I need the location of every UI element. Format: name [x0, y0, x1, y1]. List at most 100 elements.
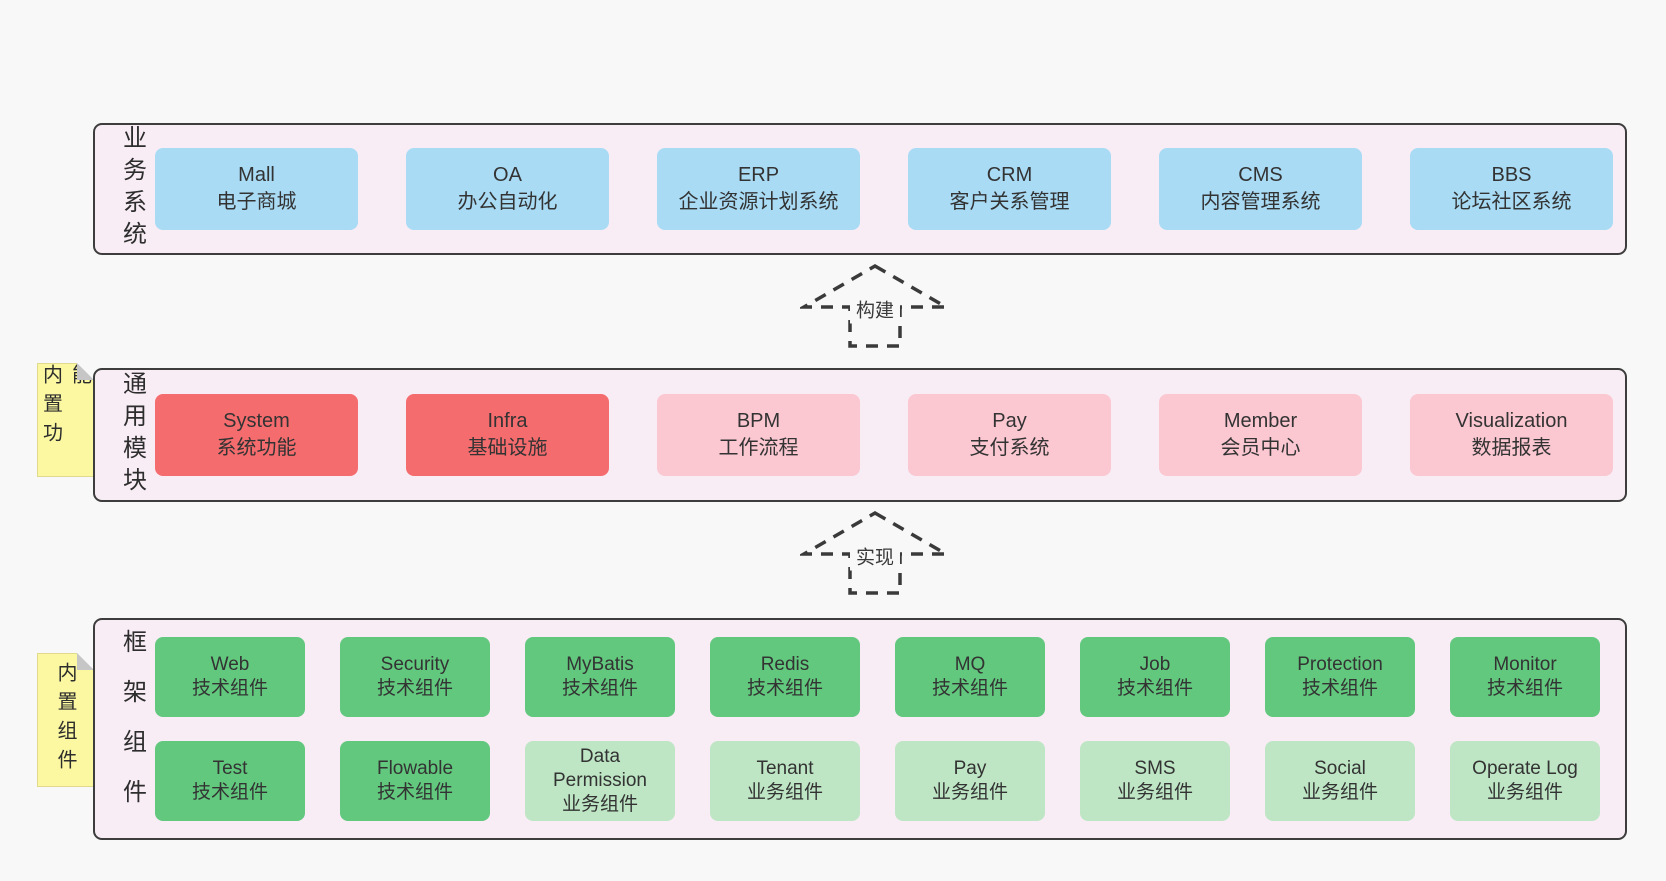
box-desc: 技术组件 — [376, 678, 453, 699]
box-desc: 技术组件 — [931, 678, 1008, 699]
component-box: Security 技术组件 — [340, 637, 490, 717]
box-desc: 技术组件 — [191, 782, 268, 803]
box-desc: 基础设施 — [467, 437, 548, 459]
box-name: Security — [380, 653, 450, 675]
box-desc: 业务组件 — [1486, 782, 1563, 803]
component-box: MQ 技术组件 — [895, 637, 1045, 717]
component-box: Data Permission 业务组件 — [525, 741, 675, 821]
box-desc: 技术组件 — [746, 678, 823, 699]
component-box: Social 业务组件 — [1265, 741, 1415, 821]
box-name: BPM — [736, 410, 781, 432]
component-box: Tenant 业务组件 — [710, 741, 860, 821]
box-name: ERP — [737, 164, 780, 186]
box-name: OA — [493, 164, 522, 186]
dashed-up-arrow-icon — [800, 263, 950, 348]
note-built-in-features: 内置功能 — [37, 363, 94, 477]
box-desc: 企业资源计划系统 — [678, 191, 839, 213]
folded-corner-icon — [77, 363, 94, 380]
business-box-row: Mall 电子商城 OA 办公自动化 ERP 企业资源计划系统 CRM 客户关系… — [155, 148, 1613, 230]
box-desc: 业务组件 — [746, 782, 823, 803]
modules-box-row: System 系统功能 Infra 基础设施 BPM 工作流程 Pay 支付系统 — [155, 394, 1613, 476]
component-box: MyBatis 技术组件 — [525, 637, 675, 717]
component-box: Test 技术组件 — [155, 741, 305, 821]
box-name: SMS — [1134, 757, 1176, 779]
module-box: Infra 基础设施 — [406, 394, 609, 476]
box-name: Pay — [992, 410, 1027, 432]
box-desc: 业务组件 — [931, 782, 1008, 803]
box-name: CRM — [986, 164, 1033, 186]
build-arrow-label: 构建 — [849, 294, 901, 324]
module-box: Visualization 数据报表 — [1410, 394, 1613, 476]
box-name: Web — [210, 653, 250, 675]
box-desc: 数据报表 — [1471, 437, 1552, 459]
box-desc: 技术组件 — [1301, 678, 1378, 699]
box-name: Monitor — [1493, 653, 1557, 675]
box-name: Tenant — [756, 757, 814, 779]
box-name: Redis — [760, 653, 810, 675]
module-box: Member 会员中心 — [1159, 394, 1362, 476]
business-box: BBS 论坛社区系统 — [1410, 148, 1613, 230]
folded-corner-icon — [77, 653, 94, 670]
note-built-in-components-label: 内置组件 — [54, 662, 76, 778]
box-desc: 内容管理系统 — [1200, 191, 1321, 213]
component-box: Job 技术组件 — [1080, 637, 1230, 717]
box-desc: 支付系统 — [969, 437, 1050, 459]
note-built-in-components: 内置组件 — [37, 653, 94, 787]
box-name: MyBatis — [566, 653, 634, 675]
box-name: Operate Log — [1472, 757, 1578, 779]
box-name: Visualization — [1455, 410, 1568, 432]
box-desc: 技术组件 — [376, 782, 453, 803]
implement-arrow-label: 实现 — [849, 541, 901, 571]
section-business-systems: 业务系统 Mall 电子商城 OA 办公自动化 ERP 企业资源计划系统 — [93, 123, 1627, 255]
component-box: Monitor 技术组件 — [1450, 637, 1600, 717]
box-desc: 电子商城 — [216, 191, 297, 213]
build-arrow: 构建 — [800, 263, 950, 349]
box-desc: 技术组件 — [191, 678, 268, 699]
section-common-modules: 通用模块 System 系统功能 Infra 基础设施 BPM 工作流程 — [93, 368, 1627, 502]
components-box-row-1: Web 技术组件 Security 技术组件 MyBatis 技术组件 — [155, 637, 1600, 717]
note-built-in-features-label: 内置功能 — [39, 364, 91, 451]
common-modules-side-label: 通用模块 — [118, 371, 146, 499]
business-box: CRM 客户关系管理 — [908, 148, 1111, 230]
components-rows: Web 技术组件 Security 技术组件 MyBatis 技术组件 — [155, 637, 1600, 821]
box-desc: 业务组件 — [561, 794, 638, 816]
box-name: Flowable — [376, 757, 454, 779]
components-box-row-2: Test 技术组件 Flowable 技术组件 Data Permission … — [155, 741, 1600, 821]
component-box: Redis 技术组件 — [710, 637, 860, 717]
box-name: Infra — [487, 410, 528, 432]
box-name: CMS — [1238, 164, 1283, 186]
box-name: Pay — [953, 757, 987, 779]
component-box: Protection 技术组件 — [1265, 637, 1415, 717]
component-box: SMS 业务组件 — [1080, 741, 1230, 821]
box-name: BBS — [1491, 164, 1532, 186]
box-name: Data Permission — [553, 745, 647, 791]
box-desc: 技术组件 — [1116, 678, 1193, 699]
box-desc: 系统功能 — [216, 437, 297, 459]
box-name: MQ — [954, 653, 986, 675]
box-desc: 会员中心 — [1220, 437, 1301, 459]
box-desc: 办公自动化 — [457, 191, 558, 213]
dashed-up-arrow-icon — [800, 510, 950, 595]
box-name: Test — [212, 757, 248, 779]
module-box: BPM 工作流程 — [657, 394, 860, 476]
framework-components-side-label: 框架组件 — [118, 629, 146, 829]
business-box: ERP 企业资源计划系统 — [657, 148, 860, 230]
business-box: CMS 内容管理系统 — [1159, 148, 1362, 230]
box-name: Protection — [1297, 653, 1383, 675]
module-box: System 系统功能 — [155, 394, 358, 476]
box-desc: 工作流程 — [718, 437, 799, 459]
box-name: Job — [1139, 653, 1171, 675]
box-desc: 业务组件 — [1116, 782, 1193, 803]
box-desc: 技术组件 — [1486, 678, 1563, 699]
box-name: Member — [1223, 410, 1298, 432]
component-box: Pay 业务组件 — [895, 741, 1045, 821]
box-desc: 业务组件 — [1301, 782, 1378, 803]
module-box: Pay 支付系统 — [908, 394, 1111, 476]
box-desc: 技术组件 — [561, 678, 638, 699]
box-desc: 客户关系管理 — [949, 191, 1070, 213]
component-box: Web 技术组件 — [155, 637, 305, 717]
business-systems-side-label: 业务系统 — [118, 125, 146, 253]
section-framework-components: 框架组件 Web 技术组件 Security 技术组件 MyBatis — [93, 618, 1627, 840]
box-name: Social — [1314, 757, 1366, 779]
